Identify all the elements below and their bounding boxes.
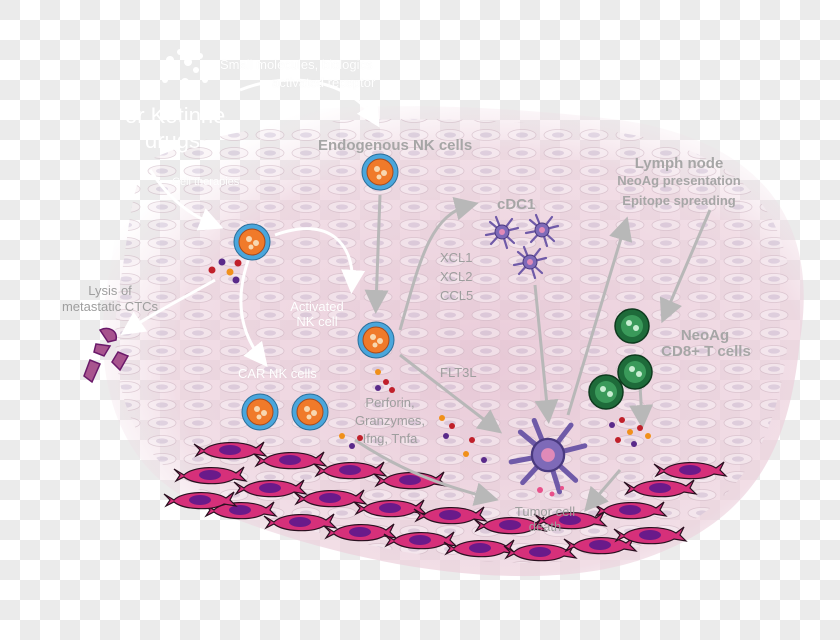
label-cdc1: cDC1	[497, 196, 536, 213]
label-granzymes: Granzymes,	[354, 413, 426, 428]
label-epitope-spreading: Epitope spreading	[622, 193, 736, 208]
label-cd8-t-cells: CD8+ T cells	[661, 343, 751, 360]
cell-therapy-nk-cell	[233, 223, 271, 261]
label-ifng-tnfa: Ifng, Tnfa	[362, 431, 418, 446]
label-xcl2: XCL2	[440, 269, 473, 284]
label-flt3l: FLT3L	[440, 365, 477, 380]
label-neoag-presentation: NeoAg presentation	[617, 173, 741, 188]
label-death: death	[528, 519, 562, 534]
label-left-title-1: or Kotinne	[125, 103, 226, 128]
label-lysis-of: Lysis of	[88, 283, 132, 298]
activated-nk-cell	[357, 321, 395, 359]
label-neoag: NeoAg	[680, 327, 730, 344]
label-ccl5: CCL5	[440, 288, 474, 303]
label-lymph-node: Lymph node	[634, 155, 724, 172]
label-cell-therapies: Cell therapies	[172, 176, 240, 188]
car-nk-cell-1	[241, 393, 279, 431]
label-metastatic-ctcs: metastatic CTCs	[61, 299, 159, 314]
label-small-molecules: Small molecules, biologics	[220, 57, 373, 72]
label-tumor-cell: Tumor cell	[514, 504, 576, 519]
label-xcl1: XCL1	[440, 250, 473, 265]
label-activated: Activated	[290, 299, 344, 314]
label-activated-receptor: activated receptor	[272, 75, 376, 90]
endogenous-nk-cell	[361, 153, 399, 191]
label-endogenous-nk: Endogenous NK cells	[318, 137, 473, 154]
car-nk-cell-2	[291, 393, 329, 431]
label-left-title-2: drugs	[145, 128, 201, 153]
label-car-nk: CAR NK cells	[238, 366, 317, 381]
metastatic-ctcs	[83, 327, 130, 384]
label-nk-cell: NK cell	[296, 314, 338, 329]
label-perforin: Perforin,	[365, 395, 415, 410]
